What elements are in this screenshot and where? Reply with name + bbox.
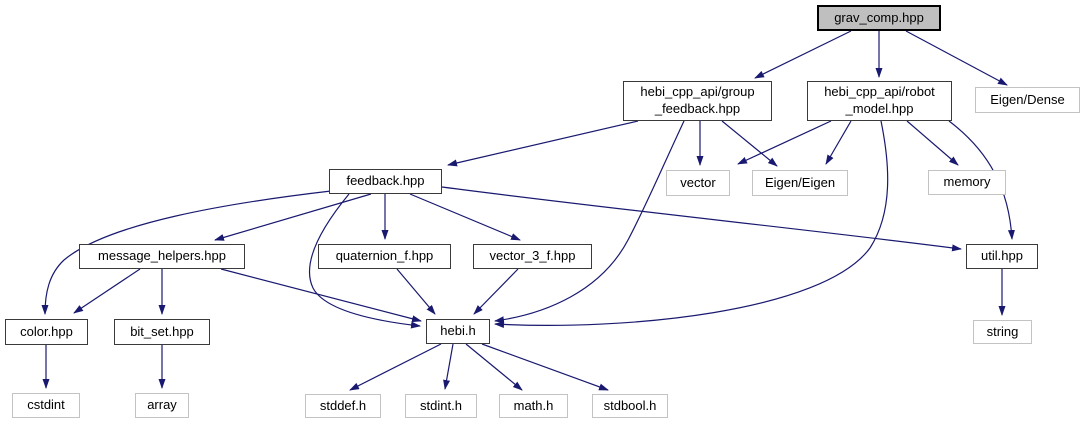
node-label: Eigen/Eigen — [764, 174, 836, 190]
node-label: feedback.hpp — [346, 173, 425, 189]
node-group-feedback-hpp[interactable]: hebi_cpp_api/group _feedback.hpp — [623, 81, 772, 121]
node-label: vector_3_f.hpp — [489, 248, 576, 264]
graph-edge — [473, 268, 519, 315]
graph-edge — [494, 120, 685, 324]
graph-edge — [409, 193, 521, 241]
node-stdbool-h: stdbool.h — [592, 394, 668, 418]
graph-edge — [905, 30, 1008, 86]
node-eigen-dense: Eigen/Dense — [975, 87, 1080, 113]
node-array: array — [135, 393, 189, 418]
node-math-h: math.h — [499, 394, 568, 418]
graph-edge — [494, 120, 889, 328]
node-label: quaternion_f.hpp — [335, 248, 434, 264]
node-label: hebi.h — [440, 323, 476, 339]
node-cstdint: cstdint — [12, 393, 80, 418]
node-label: color.hpp — [20, 323, 73, 339]
node-label: stddef.h — [319, 397, 367, 413]
node-stdint-h: stdint.h — [405, 394, 477, 418]
node-label: Eigen/Dense — [990, 91, 1065, 107]
node-bit-set-hpp[interactable]: bit_set.hpp — [114, 319, 210, 345]
graph-edge — [825, 120, 852, 165]
node-label: grav_comp.hpp — [834, 9, 924, 25]
graph-edge — [481, 343, 609, 391]
node-memory: memory — [928, 170, 1006, 195]
graph-edge — [737, 120, 832, 165]
node-label: util.hpp — [981, 248, 1023, 264]
node-color-hpp[interactable]: color.hpp — [5, 319, 88, 345]
graph-edge — [447, 120, 639, 167]
graph-edge — [443, 343, 454, 390]
node-vector: vector — [666, 170, 730, 196]
node-label: memory — [943, 174, 991, 190]
graph-edge — [906, 120, 959, 166]
graph-edge — [754, 30, 852, 79]
graph-edge — [214, 193, 372, 241]
node-label: array — [147, 397, 177, 413]
node-feedback-hpp[interactable]: feedback.hpp — [329, 169, 442, 194]
graph-edge — [396, 268, 436, 315]
node-label: math.h — [513, 397, 554, 413]
graph-edge — [73, 268, 141, 314]
node-label: cstdint — [27, 397, 65, 413]
node-label: hebi_cpp_api/group _feedback.hpp — [640, 84, 755, 116]
node-stddef-h: stddef.h — [305, 394, 381, 418]
graph-edge — [308, 193, 421, 329]
node-eigen-eigen: Eigen/Eigen — [752, 170, 848, 196]
graph-edge — [220, 268, 422, 323]
node-label: vector — [680, 174, 716, 190]
node-label: bit_set.hpp — [130, 323, 194, 339]
node-util-hpp[interactable]: util.hpp — [966, 244, 1038, 269]
node-robot-model-hpp[interactable]: hebi_cpp_api/robot _model.hpp — [807, 81, 952, 121]
node-label: string — [986, 323, 1019, 339]
node-message-helpers-hpp[interactable]: message_helpers.hpp — [79, 244, 245, 269]
node-label: stdbool.h — [603, 397, 657, 413]
graph-edge — [41, 190, 332, 315]
node-grav-comp-hpp: grav_comp.hpp — [817, 5, 941, 31]
node-quaternion-f-hpp[interactable]: quaternion_f.hpp — [318, 244, 451, 269]
graph-edge — [721, 120, 778, 167]
node-label: stdint.h — [420, 397, 462, 413]
node-string: string — [973, 320, 1032, 344]
graph-edge — [465, 343, 523, 391]
node-label: hebi_cpp_api/robot _model.hpp — [824, 84, 935, 116]
node-label: message_helpers.hpp — [98, 248, 226, 264]
graph-edge — [349, 343, 442, 391]
node-vector-3-f-hpp[interactable]: vector_3_f.hpp — [473, 244, 592, 269]
node-hebi-h[interactable]: hebi.h — [426, 319, 490, 344]
graph-edge — [441, 186, 962, 252]
